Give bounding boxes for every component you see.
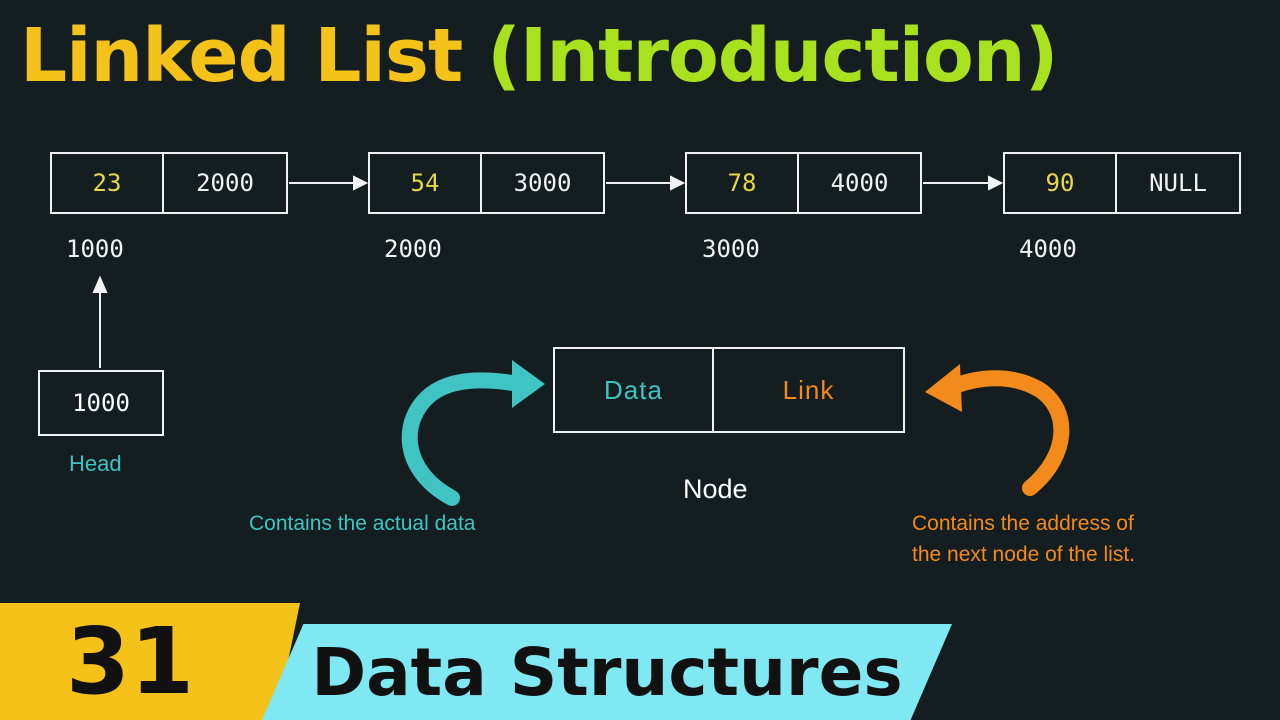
head-pointer-box: 1000 bbox=[38, 370, 164, 436]
node-address-4: 4000 bbox=[1019, 235, 1077, 263]
link-description: Contains the address of the next node of… bbox=[912, 508, 1135, 570]
page-title: Linked List (Introduction) bbox=[20, 0, 1058, 112]
node-address-3: 3000 bbox=[702, 235, 760, 263]
node-address-1: 1000 bbox=[66, 235, 124, 263]
arrow-head-2 bbox=[670, 175, 686, 191]
node-link-field: NULL bbox=[1149, 169, 1207, 197]
list-node-2: 54 3000 bbox=[368, 152, 605, 214]
node-link-field: 3000 bbox=[513, 169, 572, 197]
data-description: Contains the actual data bbox=[249, 512, 476, 535]
list-node-3: 78 4000 bbox=[685, 152, 922, 214]
node-caption: Node bbox=[683, 474, 748, 504]
node-data-field: 90 bbox=[1005, 154, 1117, 212]
list-node-4: 90 NULL bbox=[1003, 152, 1241, 214]
node-data-field: 23 bbox=[52, 154, 164, 212]
node-data-field: 78 bbox=[687, 154, 799, 212]
node-structure-diagram: Data Link bbox=[553, 347, 905, 433]
orange-curved-arrow bbox=[947, 370, 1070, 496]
link-field-label: Link bbox=[782, 374, 835, 405]
list-node-1: 23 2000 bbox=[50, 152, 288, 214]
node-link-field: 4000 bbox=[830, 169, 889, 197]
arrow-head-3 bbox=[988, 175, 1004, 191]
arrow-head-1 bbox=[353, 175, 369, 191]
series-title-banner: Data Structures bbox=[262, 624, 952, 720]
episode-number-banner: 31 bbox=[0, 603, 300, 720]
title-linked-list: Linked List bbox=[20, 13, 463, 99]
head-label: Head bbox=[69, 451, 122, 476]
arrow-head-up bbox=[92, 275, 108, 293]
title-introduction: (Introduction) bbox=[487, 13, 1058, 99]
orange-arrow-head bbox=[925, 364, 962, 412]
teal-curved-arrow bbox=[401, 372, 528, 506]
node-data-field: 54 bbox=[370, 154, 482, 212]
data-field-label: Data bbox=[555, 349, 714, 431]
node-link-field: 2000 bbox=[196, 169, 254, 197]
node-address-2: 2000 bbox=[384, 235, 442, 263]
link-description-line1: Contains the address of bbox=[912, 512, 1134, 535]
link-description-line2: the next node of the list. bbox=[912, 543, 1135, 566]
teal-arrow-head bbox=[512, 360, 545, 408]
